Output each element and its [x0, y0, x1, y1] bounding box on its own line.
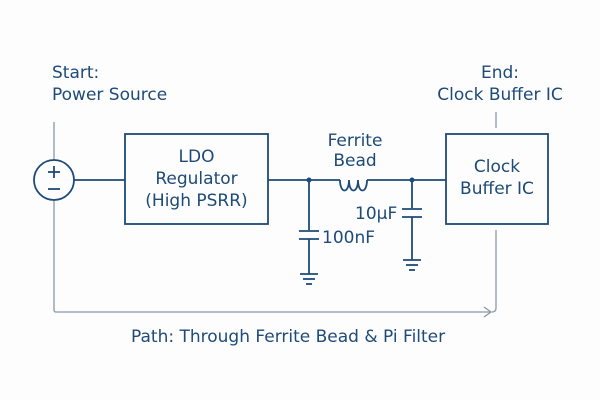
clock-line1: Clock [473, 157, 521, 177]
start-label-line1: Start: [52, 63, 100, 83]
ferrite-bead-icon [339, 179, 368, 192]
end-label-line1: End: [480, 63, 520, 83]
clock-buffer-box [445, 133, 549, 225]
ldo-box [124, 133, 269, 225]
ferrite-line2: Bead [333, 151, 377, 171]
path-label: Path: Through Ferrite Bead & Pi Filter [131, 327, 446, 347]
ldo-line3: (High PSRR) [145, 191, 248, 211]
ferrite-line1: Ferrite [327, 131, 383, 151]
junction-dot [306, 177, 312, 183]
end-label-line2: Clock Buffer IC [437, 85, 563, 105]
ldo-line1: LDO [178, 147, 215, 167]
capacitor-100nf-label: 100nF [322, 228, 376, 248]
ldo-line2: Regulator [155, 169, 238, 189]
start-label: Start:Power Source [52, 62, 167, 106]
path-line [53, 200, 490, 313]
path-line-end [491, 230, 497, 313]
path-arrow-icon [483, 306, 493, 318]
clock-line2: Buffer IC [460, 179, 534, 199]
capacitor-10uf-label: 10µF [355, 204, 398, 224]
end-label: End:Clock Buffer IC [420, 62, 580, 106]
junction-dot [409, 177, 415, 183]
start-label-line2: Power Source [52, 85, 168, 105]
